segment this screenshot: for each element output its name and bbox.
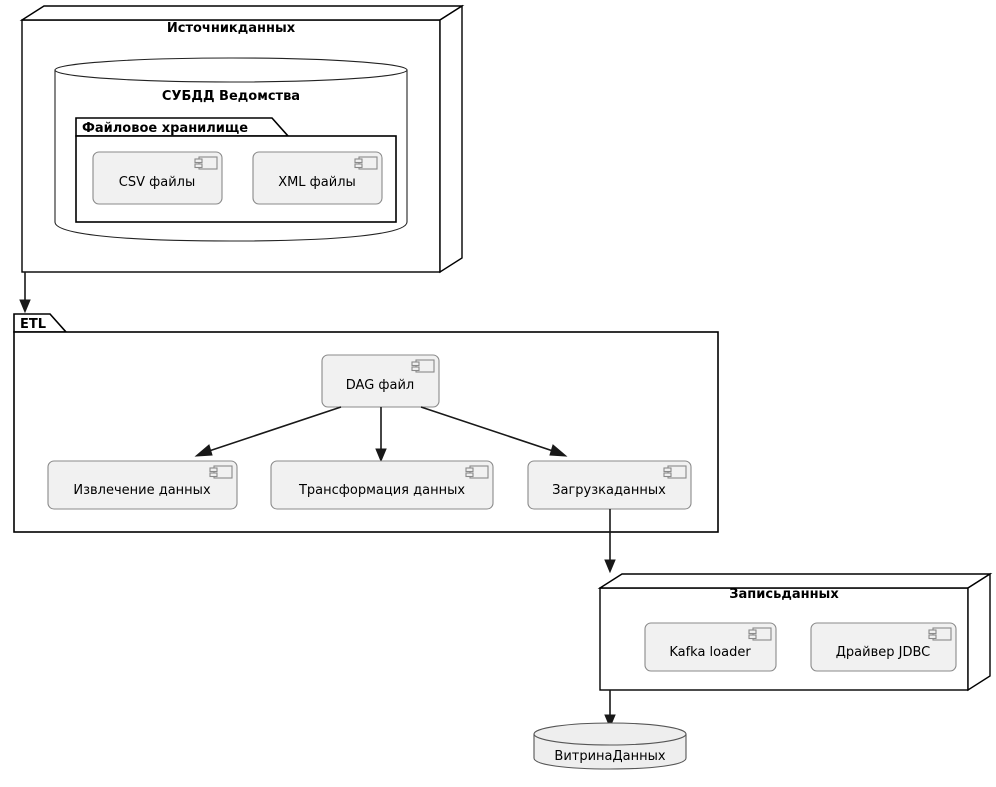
edge-dag-to-transform-arrowhead	[375, 448, 387, 463]
edge-dag-to-load-line	[420, 406, 557, 453]
uml-component-icon	[354, 156, 378, 170]
edge-dag-to-extract	[194, 406, 342, 457]
database-data-mart-label: ВитринаДанных	[554, 749, 665, 764]
edge-write-to-mart	[604, 690, 616, 729]
database-agency-db-top	[54, 57, 408, 83]
edge-source-to-etl-arrowhead	[19, 299, 31, 314]
edge-dag-to-extract-arrowhead	[194, 444, 213, 457]
component-load-data-label: Загрузкаданных	[552, 483, 666, 498]
component-xml-files-box	[252, 151, 383, 205]
database-data-mart[interactable]: ВитринаДанных	[533, 722, 687, 770]
node-write-data-top	[597, 573, 993, 589]
component-kafka-loader[interactable]: Kafka loader	[644, 622, 777, 672]
database-data-mart-top	[533, 722, 687, 746]
component-csv-files[interactable]: CSV файлы	[92, 151, 223, 205]
uml-component-icon	[928, 627, 952, 641]
component-xml-files[interactable]: XML файлы	[252, 151, 383, 205]
edge-dag-to-extract-line	[205, 406, 342, 453]
uml-component-icon	[209, 465, 233, 479]
edge-load-to-write	[604, 509, 616, 574]
uml-component-icon	[663, 465, 687, 479]
node-source-data-side	[439, 4, 463, 274]
component-jdbc-driver-label: Драйвер JDBC	[836, 645, 930, 660]
component-jdbc-driver[interactable]: Драйвер JDBC	[810, 622, 957, 672]
component-transform-data-box	[270, 460, 494, 510]
component-kafka-loader-box	[644, 622, 777, 672]
component-transform-data-label: Трансформация данных	[298, 483, 465, 498]
node-write-data-title: Записьданных	[729, 587, 839, 602]
edge-dag-to-load-arrowhead	[549, 444, 568, 457]
edge-source-to-etl	[19, 272, 31, 314]
node-source-data-top	[19, 5, 465, 21]
component-extract-data[interactable]: Извлечение данных	[47, 460, 238, 510]
edge-write-to-mart-arrowhead	[604, 714, 616, 729]
component-jdbc-driver-box	[810, 622, 957, 672]
component-csv-files-label: CSV файлы	[119, 175, 195, 190]
uml-component-icon	[748, 627, 772, 641]
component-transform-data[interactable]: Трансформация данных	[270, 460, 494, 510]
component-dag-file[interactable]: DAG файл	[321, 354, 440, 408]
component-kafka-loader-label: Kafka loader	[669, 645, 751, 660]
uml-component-icon	[411, 359, 435, 373]
uml-component-icon	[194, 156, 218, 170]
component-xml-files-label: XML файлы	[278, 175, 356, 190]
edge-load-to-write-arrowhead	[604, 559, 616, 574]
component-extract-data-label: Извлечение данных	[73, 483, 211, 498]
node-write-data-side	[967, 572, 991, 692]
package-file-storage-title: Файловое хранилище	[82, 121, 248, 136]
component-extract-data-box	[47, 460, 238, 510]
uml-component-icon	[465, 465, 489, 479]
component-dag-file-label: DAG файл	[346, 378, 415, 393]
component-load-data[interactable]: Загрузкаданных	[527, 460, 692, 510]
database-agency-db-title: СУБДД Ведомства	[162, 89, 300, 104]
component-csv-files-box	[92, 151, 223, 205]
node-source-data-title: Источникданных	[167, 21, 296, 36]
package-etl-title: ETL	[20, 317, 46, 332]
edge-dag-to-transform	[375, 407, 387, 463]
edge-dag-to-load	[420, 406, 568, 457]
